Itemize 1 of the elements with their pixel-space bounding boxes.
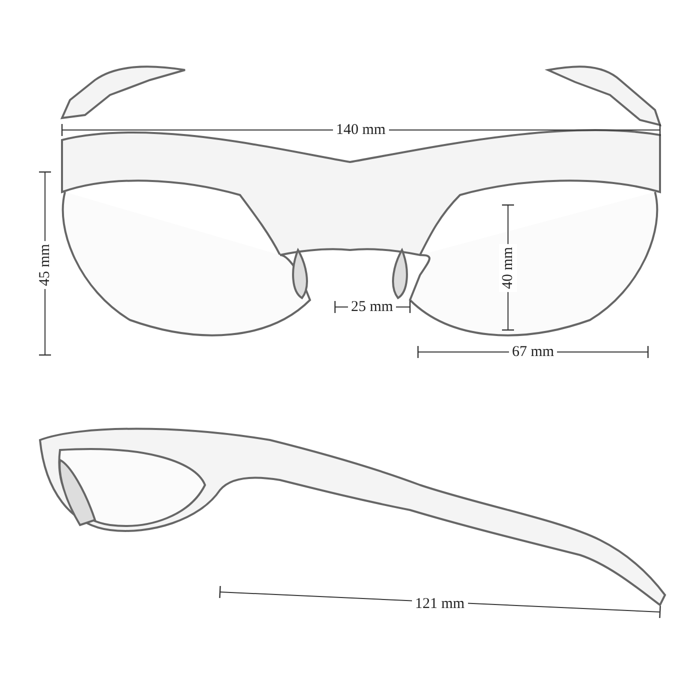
dimension-label: 40 mm [499, 244, 518, 292]
